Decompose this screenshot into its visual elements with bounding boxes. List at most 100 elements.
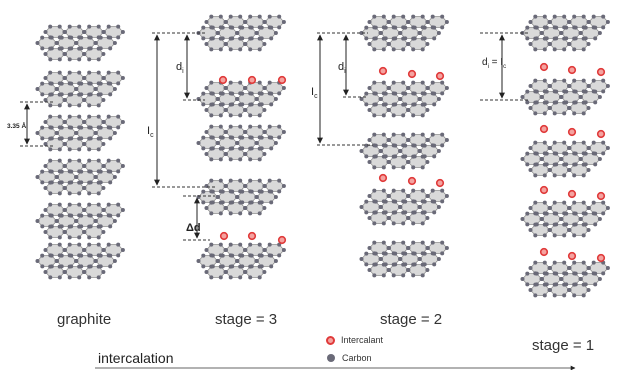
carbon-atom bbox=[562, 293, 567, 298]
carbon-atom bbox=[77, 103, 82, 108]
carbon-atom bbox=[432, 36, 437, 41]
hexagon-ring bbox=[427, 82, 448, 94]
carbon-atom bbox=[204, 248, 209, 252]
carbon-atom bbox=[216, 31, 220, 35]
carbon-atom bbox=[43, 120, 48, 124]
carbon-atom bbox=[77, 147, 82, 152]
carbon-atom bbox=[554, 89, 559, 94]
carbon-atom bbox=[578, 217, 583, 221]
stage1-label: stage = 1 bbox=[532, 337, 595, 354]
carbon-atom bbox=[533, 173, 538, 178]
carbon-atom bbox=[96, 46, 101, 51]
carbon-atom bbox=[544, 89, 549, 94]
carbon-atom bbox=[542, 222, 547, 227]
carbon-atom bbox=[381, 102, 386, 107]
carbon-atom bbox=[82, 230, 87, 234]
carbon-atom bbox=[534, 25, 539, 30]
carbon-atom bbox=[593, 36, 598, 41]
carbon-atom bbox=[406, 42, 411, 46]
carbon-atom bbox=[364, 36, 369, 41]
carbon-atom bbox=[401, 36, 406, 41]
carbon-atom bbox=[238, 275, 243, 280]
intercalant-ion bbox=[218, 75, 228, 85]
carbon-atom bbox=[381, 273, 386, 278]
carbon-atom bbox=[593, 271, 598, 276]
carbon-atom bbox=[412, 143, 417, 148]
carbon-atom bbox=[528, 206, 533, 210]
carbon-atom bbox=[432, 251, 437, 256]
hexagon-ring bbox=[361, 93, 381, 105]
carbon-atom bbox=[224, 130, 228, 134]
carbon-atom bbox=[372, 273, 377, 278]
carbon-atom bbox=[444, 246, 449, 250]
carbon-atom bbox=[381, 240, 386, 245]
carbon-atom bbox=[391, 188, 396, 193]
carbon-atom bbox=[49, 81, 54, 86]
carbon-atom bbox=[411, 221, 416, 226]
carbon-atom bbox=[87, 136, 92, 141]
carbon-atom bbox=[243, 184, 248, 188]
carbon-atom bbox=[562, 282, 567, 287]
carbon-atom bbox=[196, 259, 201, 263]
carbon-atom bbox=[562, 47, 567, 52]
carbon-atom bbox=[528, 228, 533, 232]
stage3-label: stage = 3 bbox=[215, 311, 278, 328]
carbon-atom bbox=[224, 248, 228, 252]
carbon-atom bbox=[601, 140, 606, 145]
carbon-atom bbox=[425, 42, 430, 46]
carbon-atom bbox=[578, 277, 583, 281]
carbon-atom bbox=[559, 277, 564, 281]
carbon-atom bbox=[116, 242, 121, 247]
carbon-atom bbox=[533, 162, 538, 167]
carbon-atom bbox=[398, 205, 403, 209]
carbon-atom bbox=[562, 162, 567, 167]
carbon-atom bbox=[248, 124, 253, 129]
carbon-atom bbox=[273, 259, 278, 263]
carbon-atom bbox=[573, 211, 578, 216]
carbon-atom bbox=[525, 36, 530, 41]
carbon-atom bbox=[381, 188, 386, 193]
carbon-atom bbox=[43, 30, 48, 34]
carbon-atom bbox=[548, 84, 552, 88]
hexagon-ring bbox=[264, 16, 285, 28]
carbon-atom bbox=[93, 219, 98, 223]
carbon-atom bbox=[257, 200, 262, 205]
carbon-atom bbox=[243, 130, 248, 134]
carbon-atom bbox=[87, 158, 92, 163]
carbon-atom bbox=[204, 130, 209, 134]
carbon-atom bbox=[422, 251, 427, 256]
carbon-atom bbox=[238, 200, 243, 205]
carbon-atom bbox=[406, 20, 411, 24]
carbon-atom bbox=[43, 186, 48, 190]
carbon-atom bbox=[420, 188, 425, 193]
carbon-atom bbox=[108, 213, 113, 218]
intercalant-ion bbox=[539, 185, 549, 195]
carbon-atom bbox=[238, 211, 243, 216]
carbon-atom bbox=[542, 36, 547, 41]
carbon-atom bbox=[108, 224, 113, 229]
carbon-atom bbox=[59, 253, 64, 258]
carbon-atom bbox=[534, 151, 539, 156]
svg-text:Ic: Ic bbox=[147, 125, 154, 139]
carbon-atom bbox=[387, 42, 391, 46]
carbon-atom bbox=[228, 124, 233, 129]
carbon-atom bbox=[542, 47, 547, 52]
carbon-atom bbox=[572, 140, 577, 145]
intercalant-ion bbox=[407, 69, 417, 79]
carbon-atom bbox=[381, 165, 386, 170]
carbon-atom bbox=[583, 271, 588, 276]
carbon-atom bbox=[40, 213, 45, 218]
carbon-atom bbox=[391, 273, 396, 278]
carbon-atom bbox=[420, 240, 425, 245]
carbon-atom bbox=[586, 20, 591, 24]
carbon-atom bbox=[101, 270, 106, 274]
carbon-atom bbox=[218, 146, 223, 151]
carbon-atom bbox=[96, 158, 101, 163]
carbon-atom bbox=[120, 208, 125, 212]
carbon-atom bbox=[567, 168, 572, 172]
carbon-atom bbox=[48, 46, 53, 51]
carbon-atom bbox=[591, 200, 596, 205]
carbon-atom bbox=[364, 154, 369, 159]
carbon-atom bbox=[87, 180, 92, 185]
carbon-atom bbox=[572, 14, 577, 19]
